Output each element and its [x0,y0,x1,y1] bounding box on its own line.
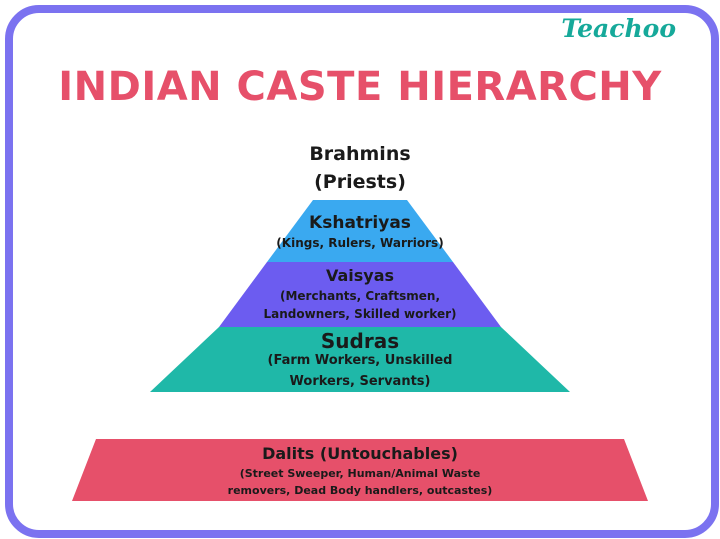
base-dalits-desc-line-1: (Street Sweeper, Human/Animal Waste [239,467,481,480]
tier-vaisyas-band [219,262,501,327]
tier-kshatriyas-desc: (Kings, Rulers, Warriors) [276,236,444,250]
tier-brahmins-band [313,137,407,200]
tier-sudras-band [150,327,570,392]
tier-sudras-desc-line-2: Workers, Servants) [289,374,431,389]
tier-vaisyas-desc-line-2: Landowners, Skilled worker) [263,307,457,321]
tier-vaisyas-desc-line-1: (Merchants, Craftsmen, [279,289,441,303]
tier-sudras-desc-line-1: (Farm Workers, Unskilled [267,353,453,368]
tier-sudras-name: Sudras [320,329,400,353]
tier-kshatriyas-band [267,200,453,262]
tier-brahmins-desc: (Priests) [314,171,406,193]
tier-kshatriyas-name: Kshatriyas [309,213,411,233]
tier-brahmins-name: Brahmins [309,143,411,165]
base-dalits-band [72,439,648,501]
base-dalits-desc-line-2: removers, Dead Body handlers, outcastes) [227,484,493,497]
teachoo-logo: Teachoo [561,14,676,43]
page-title: INDIAN CASTE HIERARCHY [58,64,662,110]
base-dalits-name: Dalits (Untouchables) [262,444,458,463]
tier-vaisyas-name: Vaisyas [325,266,395,285]
